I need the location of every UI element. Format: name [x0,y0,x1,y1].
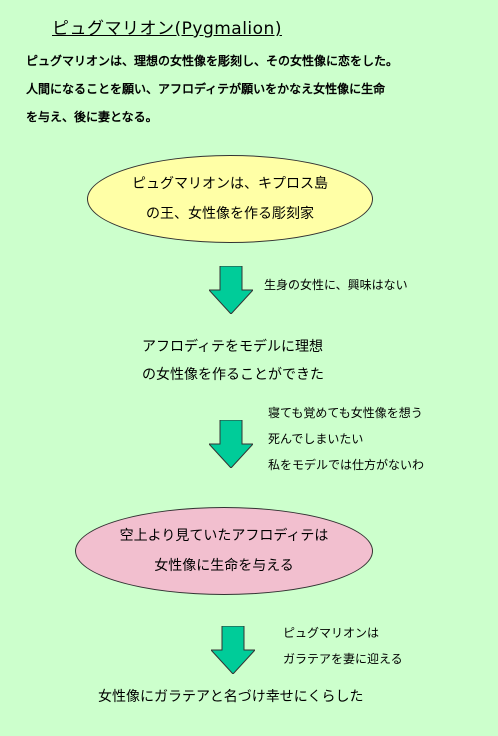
intro-line-2: 人間になることを願い、アフロディテが願いをかなえ女性像に生命 [26,82,386,96]
ellipse-pygmalion-sculptor: ピュグマリオンは、キプロス島 の王、女性像を作る彫刻家 [87,155,373,243]
arrow1-note: 生身の女性に、興味はない [264,278,408,292]
step2-line-1: アフロディテをモデルに理想 [142,339,324,355]
ellipse1-line-1: ピュグマリオンは、キプロス島 [132,176,328,192]
down-arrow-1-icon [209,266,253,314]
arrow2-note-3: 私をモデルでは仕方がないわ [268,458,425,472]
arrow2-note-1: 寝ても覚めても女性像を想う [268,406,423,420]
step2-line-2: の女性像を作ることができた [142,367,324,383]
intro-line-3: を与え、後に妻となる。 [26,110,158,124]
intro-line-1: ピュグマリオンは、理想の女性像を彫刻し、その女性像に恋をした。 [26,54,399,68]
ellipse-aphrodite-gives-life: 空上より見ていたアフロディテは 女性像に生命を与える [75,507,373,595]
page-title: ピュグマリオン(Pygmalion) [52,19,282,39]
ellipse2-line-1: 空上より見ていたアフロディテは [119,528,329,544]
ellipse1-line-2: の王、女性像を作る彫刻家 [146,206,314,222]
down-arrow-2-icon [209,420,253,468]
down-arrow-3-icon [211,626,255,674]
ellipse2-line-2: 女性像に生命を与える [154,558,294,574]
arrow3-note-1: ピュグマリオンは [283,626,380,640]
arrow3-note-2: ガラテアを妻に迎える [283,652,403,666]
arrow2-note-2: 死んでしまいたい [268,432,364,446]
final-text: 女性像にガラテアと名づけ幸せにくらした [98,689,364,705]
